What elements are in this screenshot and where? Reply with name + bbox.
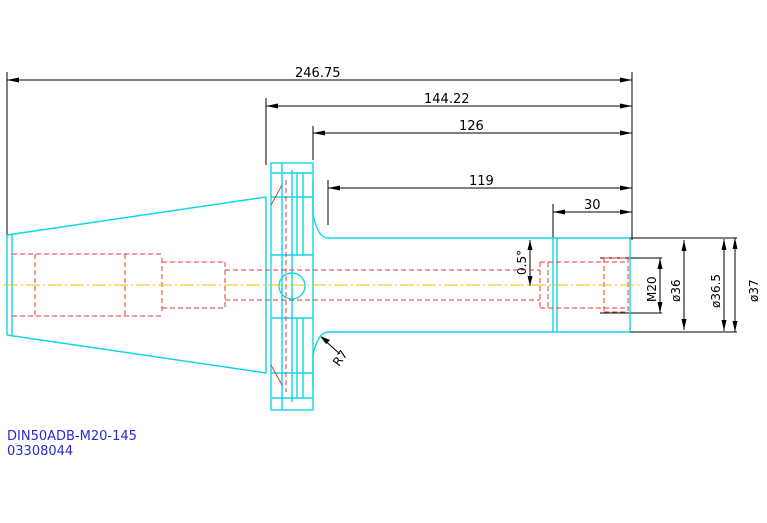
title-block: DIN50ADB-M20-145 03308044 xyxy=(7,429,137,459)
dim-overall-length: 246.75 xyxy=(295,66,341,81)
part-number: 03308044 xyxy=(7,444,73,459)
dimension-labels: 246.75 144.22 126 119 30 0.5° R7 M20 ø36… xyxy=(295,66,761,369)
hidden-lines xyxy=(12,180,629,392)
dim-body-length: 119 xyxy=(469,174,494,189)
dim-diameter-36-5: ø36.5 xyxy=(709,274,723,308)
dimension-lines xyxy=(6,72,738,355)
dim-gauge-to-end: 144.22 xyxy=(424,92,470,107)
part-outline xyxy=(6,162,631,411)
dim-taper: 0.5° xyxy=(515,250,529,275)
dim-diameter-36: ø36 xyxy=(669,279,683,302)
dim-diameter-37: ø37 xyxy=(747,279,761,302)
dim-end-length: 30 xyxy=(584,198,601,213)
part-name: DIN50ADB-M20-145 xyxy=(7,429,137,444)
dim-thread: M20 xyxy=(645,276,659,302)
dim-flange-to-end: 126 xyxy=(459,119,484,134)
dim-radius: R7 xyxy=(330,348,351,369)
